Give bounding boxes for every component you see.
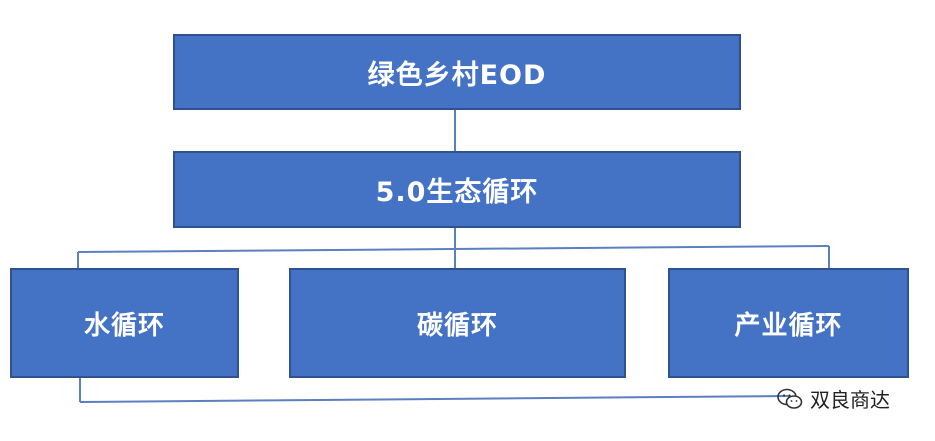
child-node-label: 产业循环 xyxy=(734,310,843,341)
root-node-label: 绿色乡村EOD xyxy=(367,59,547,91)
middle-node: 5.0生态循环 xyxy=(173,151,741,228)
child-node-carbon: 碳循环 xyxy=(289,268,626,378)
child-node-water: 水循环 xyxy=(10,268,239,378)
root-node: 绿色乡村EOD xyxy=(173,34,741,110)
middle-node-label: 5.0生态循环 xyxy=(375,177,539,208)
bottom-bracket-line xyxy=(79,395,791,403)
wechat-icon xyxy=(776,387,804,411)
branch-top-line xyxy=(77,245,830,253)
child-node-label: 碳循环 xyxy=(416,310,498,341)
child-node-label: 水循环 xyxy=(83,310,165,341)
child-node-industry: 产业循环 xyxy=(668,268,909,378)
watermark-text: 双良商达 xyxy=(810,388,890,412)
watermark: 双良商达 xyxy=(776,384,890,413)
